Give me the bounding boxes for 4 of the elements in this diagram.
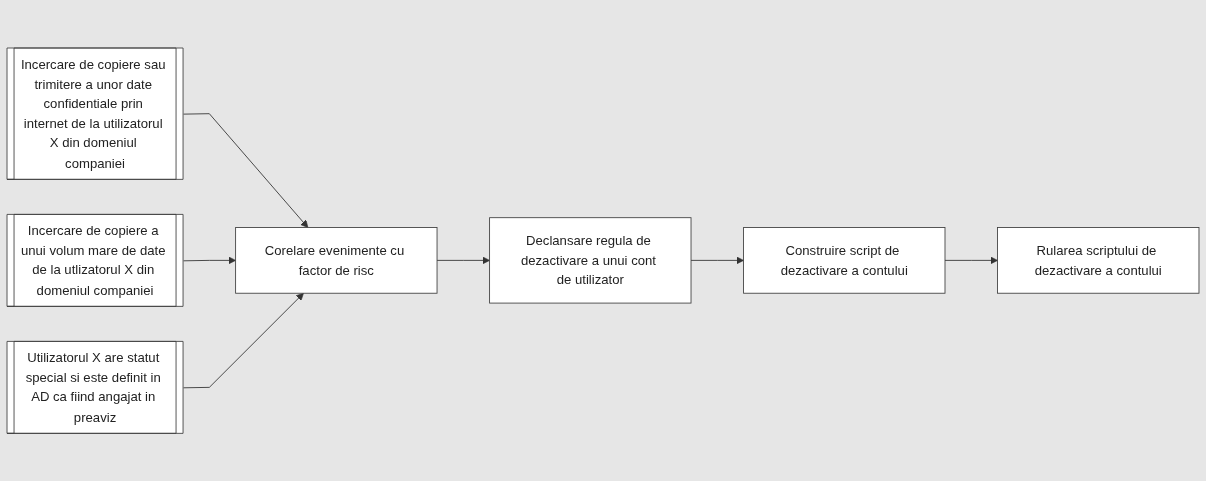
node-box: Corelare evenimente cu factor de risc [235,226,438,294]
node-box: Rularea scriptului de dezactivare a contului [997,226,1200,294]
node-box: Declansare regula de dezactivare a unui cont de utilizator [489,217,692,304]
node-box: Construire script de dezactivare a contului [743,226,946,294]
